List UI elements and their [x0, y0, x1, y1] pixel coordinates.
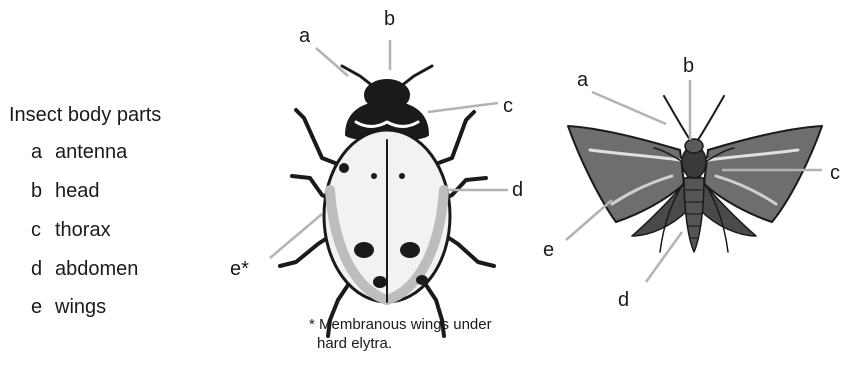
- footnote-line-1: * Membranous wings under: [309, 315, 492, 334]
- beetle-label-wings: e*: [230, 259, 249, 279]
- beetle-label-abdomen: d: [512, 180, 523, 200]
- moth-illustration: [568, 96, 822, 252]
- beetle-label-antenna: a: [299, 26, 310, 46]
- beetle-label-thorax: c: [503, 96, 513, 116]
- moth-antennae: [664, 96, 724, 140]
- moth-head: [685, 139, 703, 153]
- moth-label-abdomen: d: [618, 290, 629, 310]
- moth-label-thorax: c: [830, 163, 840, 183]
- moth-abdomen: [684, 178, 704, 252]
- moth-label-antenna: a: [577, 70, 588, 90]
- footnote: * Membranous wings under hard elytra.: [309, 315, 492, 353]
- beetle-label-head: b: [384, 9, 395, 29]
- moth-label-wings: e: [543, 240, 554, 260]
- footnote-line-2: hard elytra.: [309, 334, 492, 353]
- moth-label-head: b: [683, 56, 694, 76]
